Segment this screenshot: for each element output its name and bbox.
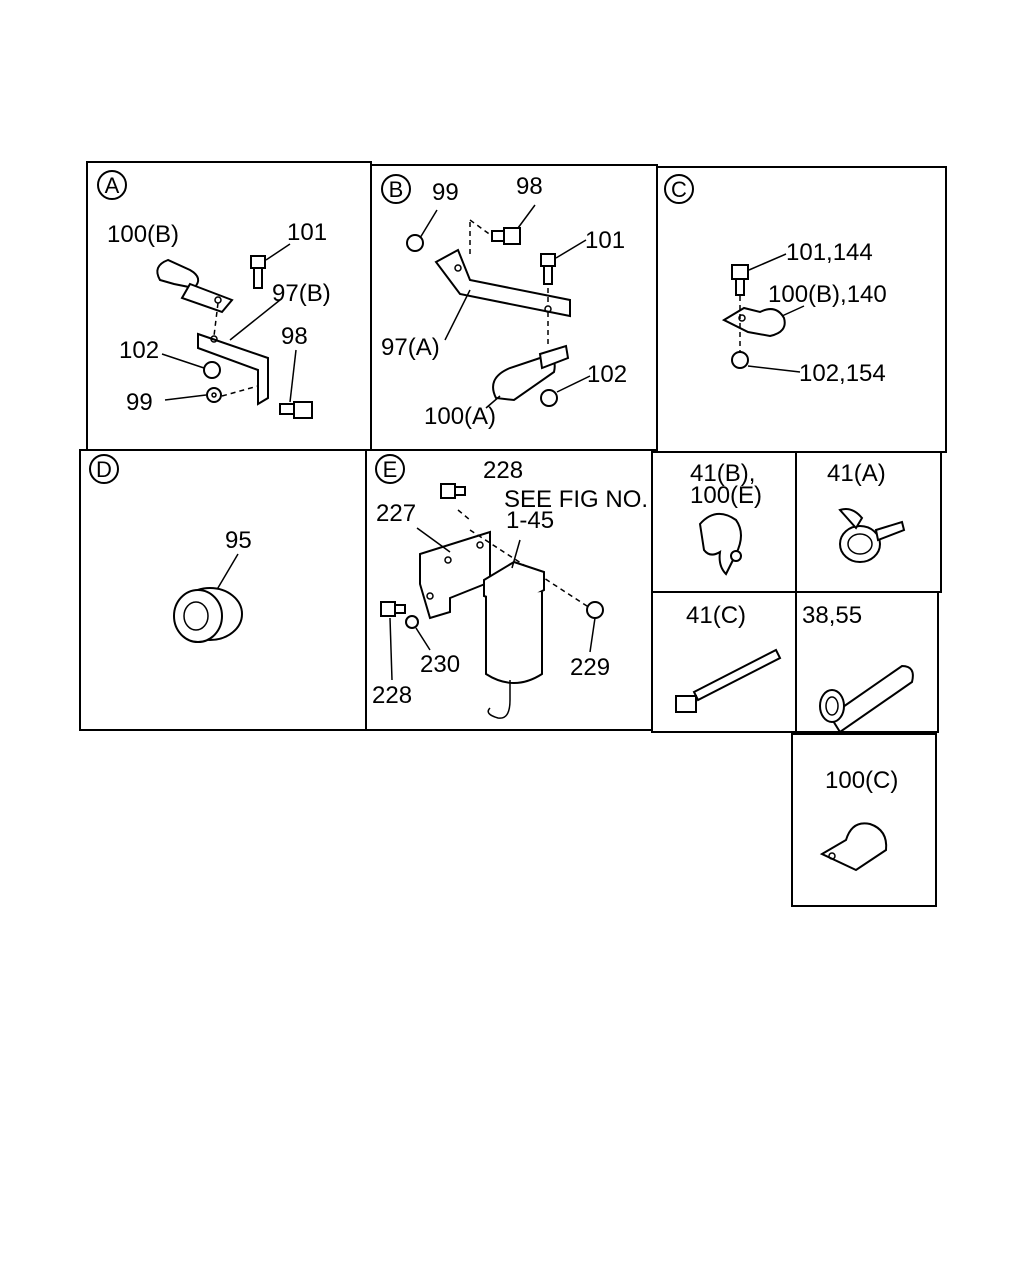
label-1-45: 1-45 — [506, 507, 554, 534]
section-d-letter: D — [96, 457, 112, 482]
section-a-letter: A — [105, 173, 120, 198]
label-41c: 41(C) — [686, 602, 746, 629]
panel-grid — [79, 161, 947, 907]
label-102-154: 102,154 — [799, 360, 886, 387]
label-41b: 41(B), — [690, 460, 755, 487]
label-95: 95 — [225, 527, 252, 554]
label-101: 101 — [287, 219, 327, 246]
label-41a: 41(A) — [827, 460, 886, 487]
label-228-top: 228 — [483, 457, 523, 484]
label-38-55: 38,55 — [802, 602, 862, 629]
label-102: 102 — [119, 337, 159, 364]
label-97b: 97(B) — [272, 280, 331, 307]
section-b-marker — [381, 174, 411, 204]
section-a-marker — [97, 170, 127, 200]
label-100b-140: 100(B),140 — [768, 281, 887, 308]
part-41b-100e: 41(B), 100(E) — [690, 460, 762, 576]
label-see-fig: SEE FIG NO. — [504, 486, 648, 513]
label-230: 230 — [420, 651, 460, 678]
section-e-marker — [375, 454, 405, 484]
section-d: D 95 — [89, 454, 252, 643]
section-e-letter: E — [383, 457, 398, 482]
section-c-marker — [664, 174, 694, 204]
section-e: E 228 SEE FIG NO. 1-45 227 230 229 228 — [372, 454, 648, 719]
label-101-144: 101,144 — [786, 239, 873, 266]
section-c-letter: C — [671, 177, 687, 202]
part-41a: 41(A) — [827, 460, 906, 563]
label-100b: 100(B) — [107, 221, 179, 248]
section-a: A 100(B) 101 97(B) 98 102 99 — [97, 170, 331, 419]
section-b-letter: B — [389, 177, 404, 202]
label-229: 229 — [570, 654, 610, 681]
section-d-marker — [89, 454, 119, 484]
part-41c: 41(C) — [675, 602, 782, 713]
label-99: 99 — [432, 179, 459, 206]
label-100c: 100(C) — [825, 767, 898, 794]
label-98: 98 — [516, 173, 543, 200]
label-101: 101 — [585, 227, 625, 254]
section-c: C 101,144 100(B),140 102,154 — [664, 174, 887, 387]
label-227: 227 — [376, 500, 416, 527]
label-228-bottom: 228 — [372, 682, 412, 709]
label-98: 98 — [281, 323, 308, 350]
label-102: 102 — [587, 361, 627, 388]
label-100e: 100(E) — [690, 482, 762, 509]
label-99: 99 — [126, 389, 153, 416]
part-100c: 100(C) — [819, 767, 898, 872]
section-b: B 99 98 101 97(A) 102 100(A) — [381, 173, 627, 430]
part-38-55: 38,55 — [802, 602, 914, 734]
label-100a: 100(A) — [424, 403, 496, 430]
label-97a: 97(A) — [381, 334, 440, 361]
